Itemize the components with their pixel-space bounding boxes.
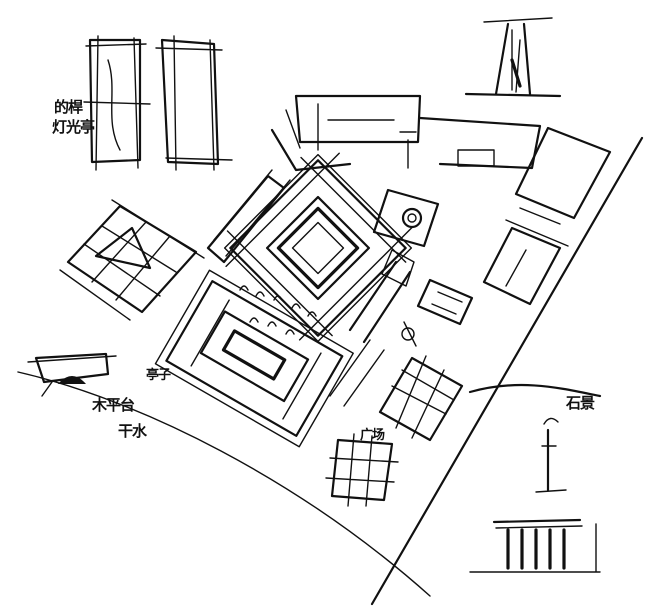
label-plaza: 广场 <box>360 428 385 443</box>
label-lamp-pavilion: 灯光亭 <box>52 118 95 136</box>
small-gate-elements <box>401 278 474 347</box>
circle-pavilion <box>372 188 440 287</box>
sunken-plaza <box>154 269 354 448</box>
seating-marks <box>239 285 317 335</box>
label-stone-scene: 石景 <box>566 394 595 412</box>
label-pavilion: 亭子 <box>146 368 171 383</box>
walkway-strips <box>329 260 412 407</box>
label-dry-water: 干水 <box>118 422 147 440</box>
courtyard-side-slab <box>206 169 291 264</box>
lamp-pavilion-block <box>83 35 233 171</box>
label-wood-platform: 木平台 <box>92 396 135 414</box>
pergola <box>469 518 601 573</box>
lower-grid-platform <box>325 355 464 507</box>
label-lamp-prefix: 的桿 <box>54 98 83 116</box>
tower-structure <box>464 17 562 98</box>
main-buildings <box>270 94 542 172</box>
left-grid-platform <box>59 199 205 321</box>
boundary-lines <box>17 136 644 606</box>
stone-scene-marker <box>535 417 567 493</box>
boat-vignette <box>27 352 117 397</box>
right-buildings <box>482 126 612 306</box>
